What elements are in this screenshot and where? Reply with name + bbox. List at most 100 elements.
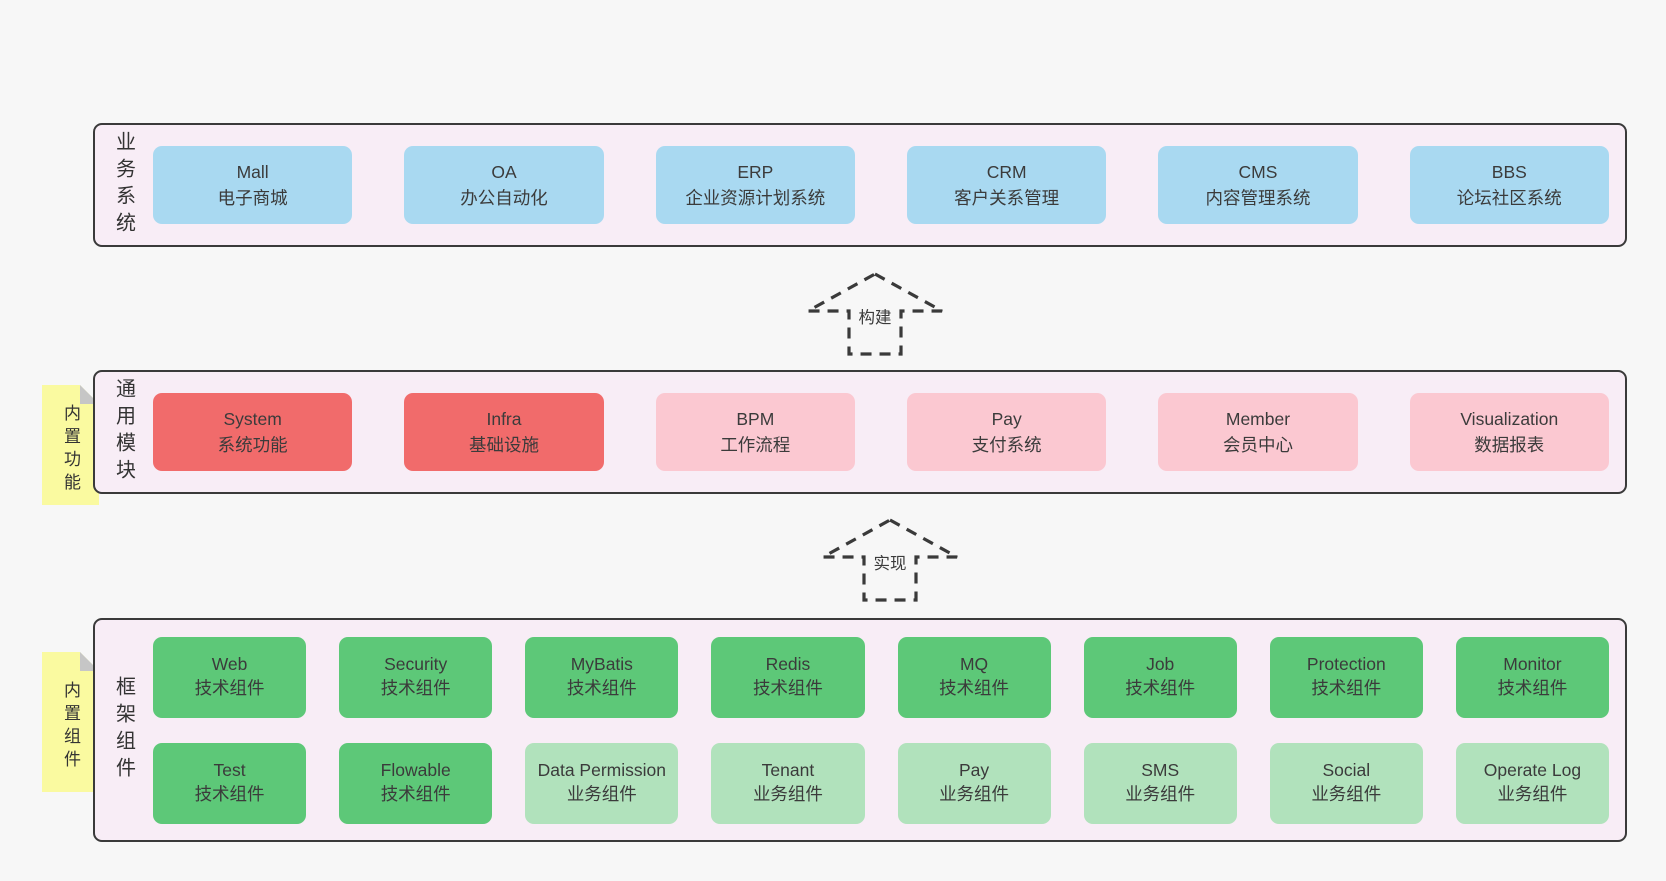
card-title: Operate Log	[1483, 760, 1582, 781]
card-title: Infra	[486, 408, 522, 429]
arrow-implement: 实现	[820, 517, 960, 603]
card-mall: Mall 电子商城	[153, 146, 353, 224]
card-subtitle: 技术组件	[1125, 678, 1196, 698]
card-subtitle: 技术组件	[1311, 678, 1382, 698]
card-subtitle: 电子商城	[217, 188, 288, 208]
section-label-common-modules: 通用模块	[112, 378, 135, 486]
arrow-build: 构建	[805, 271, 945, 357]
card-infra: Infra 基础设施	[404, 393, 604, 471]
card-subtitle: 会员中心	[1222, 435, 1293, 455]
section-label-business-systems: 业务系统	[112, 131, 135, 239]
card-subtitle: 技术组件	[752, 678, 823, 698]
card-subtitle: 业务组件	[939, 784, 1010, 804]
card-mybatis: MyBatis 技术组件	[525, 636, 679, 718]
card-subtitle: 基础设施	[468, 435, 539, 455]
card-flowable: Flowable 技术组件	[339, 742, 493, 824]
card-monitor: Monitor 技术组件	[1455, 636, 1609, 718]
card-title: Data Permission	[537, 760, 666, 781]
card-title: System	[223, 408, 282, 429]
sticky-note-label: 内置功能	[61, 404, 80, 496]
sticky-note-built-in-components: 内置组件	[42, 652, 99, 792]
card-title: Flowable	[380, 760, 451, 781]
card-subtitle: 技术组件	[566, 678, 637, 698]
card-title: Social	[1322, 760, 1371, 781]
card-redis: Redis 技术组件	[711, 636, 865, 718]
card-title: Protection	[1306, 654, 1386, 675]
card-title: Job	[1146, 654, 1175, 675]
card-subtitle: 技术组件	[194, 784, 265, 804]
card-title: Pay	[958, 760, 990, 781]
card-title: ERP	[737, 161, 774, 182]
card-subtitle: 技术组件	[194, 678, 265, 698]
card-security: Security 技术组件	[339, 636, 493, 718]
card-subtitle: 业务组件	[1311, 784, 1382, 804]
section-label-framework-components: 框架组件	[112, 676, 135, 784]
card-subtitle: 业务组件	[1125, 784, 1196, 804]
card-social: Social 业务组件	[1269, 742, 1423, 824]
card-title: Visualization	[1460, 408, 1559, 429]
card-cms: CMS 内容管理系统	[1158, 146, 1358, 224]
card-oa: OA 办公自动化	[404, 146, 604, 224]
card-title: MQ	[959, 654, 989, 675]
card-title: Pay	[991, 408, 1022, 429]
card-title: Mall	[236, 161, 269, 182]
sticky-note-label: 内置组件	[61, 681, 80, 773]
card-mq: MQ 技术组件	[897, 636, 1051, 718]
card-subtitle: 业务组件	[566, 784, 637, 804]
card-title: MyBatis	[570, 654, 633, 675]
card-operate-log: Operate Log 业务组件	[1455, 742, 1609, 824]
card-subtitle: 技术组件	[380, 678, 451, 698]
card-test: Test 技术组件	[153, 742, 307, 824]
arrow-up-icon	[807, 272, 943, 356]
arrow-build-label: 构建	[854, 303, 896, 329]
sticky-note-built-in-features: 内置功能	[42, 385, 99, 505]
card-subtitle: 技术组件	[1497, 678, 1568, 698]
card-subtitle: 内容管理系统	[1205, 188, 1311, 208]
card-tenant: Tenant 业务组件	[711, 742, 865, 824]
card-title: BBS	[1491, 161, 1527, 182]
arrow-implement-label: 实现	[869, 549, 911, 575]
card-bbs: BBS 论坛社区系统	[1409, 146, 1609, 224]
card-subtitle: 业务组件	[1497, 784, 1568, 804]
card-title: Security	[384, 654, 448, 675]
card-subtitle: 业务组件	[752, 784, 823, 804]
card-subtitle: 支付系统	[971, 435, 1042, 455]
arrow-up-icon	[822, 518, 958, 602]
card-subtitle: 技术组件	[939, 678, 1010, 698]
card-visualization: Visualization 数据报表	[1409, 393, 1609, 471]
card-title: Redis	[765, 654, 811, 675]
card-pay: Pay 业务组件	[897, 742, 1051, 824]
card-title: OA	[491, 161, 517, 182]
card-subtitle: 客户关系管理	[954, 188, 1060, 208]
card-subtitle: 工作流程	[720, 435, 791, 455]
card-web: Web 技术组件	[153, 636, 307, 718]
card-title: Tenant	[761, 760, 815, 781]
card-subtitle: 系统功能	[217, 435, 288, 455]
card-title: CMS	[1238, 161, 1278, 182]
card-title: Test	[213, 760, 246, 781]
card-subtitle: 论坛社区系统	[1456, 188, 1562, 208]
card-subtitle: 办公自动化	[460, 188, 548, 208]
card-title: SMS	[1141, 760, 1180, 781]
card-protection: Protection 技术组件	[1269, 636, 1423, 718]
card-title: Monitor	[1503, 654, 1562, 675]
card-pay: Pay 支付系统	[906, 393, 1107, 471]
card-job: Job 技术组件	[1083, 636, 1237, 718]
card-title: Web	[211, 654, 248, 675]
card-subtitle: 数据报表	[1474, 435, 1545, 455]
card-subtitle: 技术组件	[380, 784, 451, 804]
